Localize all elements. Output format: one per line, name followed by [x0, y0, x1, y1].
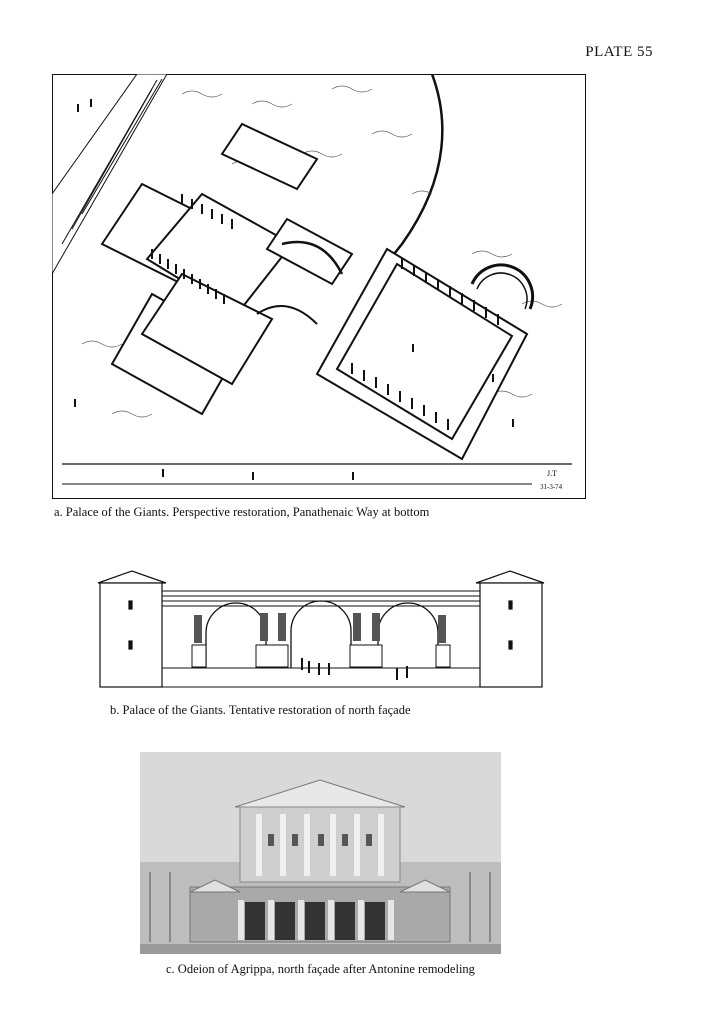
window — [128, 640, 133, 650]
right-tower — [479, 582, 543, 688]
east-courtyard — [315, 247, 529, 461]
pilasters — [256, 814, 384, 876]
columns-west — [151, 194, 233, 304]
plate-number: PLATE 55 — [585, 44, 653, 60]
window — [128, 600, 133, 610]
left-tower-roof — [97, 570, 167, 584]
giant-figures — [238, 900, 394, 940]
caption-b: b. Palace of the Giants. Tentative resto… — [110, 703, 411, 717]
right-pediment — [399, 879, 451, 893]
figure-a-perspective-drawing: J.T 31-3-74 — [52, 74, 586, 499]
west-complex — [100, 122, 354, 416]
colonnade-strip — [52, 74, 168, 276]
windows — [268, 834, 372, 846]
terrain-texture — [81, 85, 563, 418]
window — [508, 600, 513, 610]
columns-east — [351, 258, 499, 430]
figure-c-odeion-rendering — [140, 752, 501, 954]
pedestals — [191, 644, 451, 668]
odeion-rendering — [140, 752, 501, 954]
caption-c: c. Odeion of Agrippa, north façade after… — [166, 962, 475, 976]
right-tower-roof — [475, 570, 545, 584]
figure-b-facade-drawing — [96, 563, 548, 693]
signature-initials: J.T — [547, 469, 557, 478]
arches — [205, 600, 439, 668]
porch-openings — [245, 902, 385, 940]
facade-drawing — [97, 570, 545, 688]
human-figures — [301, 658, 408, 680]
stoa-columns — [149, 872, 491, 942]
left-tower — [99, 582, 163, 688]
perspective-drawing: J.T 31-3-74 — [52, 74, 586, 499]
left-pediment — [189, 879, 241, 893]
human-figures — [74, 99, 514, 480]
ground — [140, 944, 501, 954]
signature-date: 31-3-74 — [540, 483, 563, 491]
giant-statues — [194, 613, 446, 643]
caption-a: a. Palace of the Giants. Perspective res… — [54, 505, 430, 519]
window — [508, 640, 513, 650]
